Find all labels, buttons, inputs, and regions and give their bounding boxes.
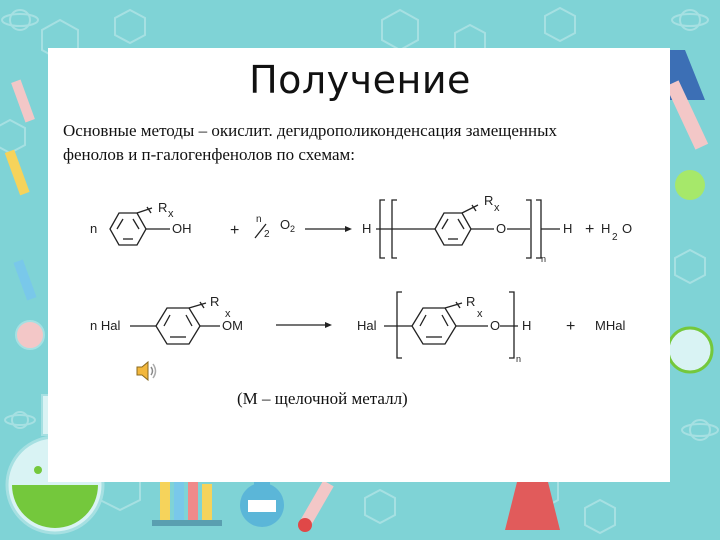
oxygen-link: O xyxy=(490,318,500,333)
reaction-scheme-1: n R x OH + n 2 O 2 H R x O n H + H xyxy=(90,193,632,264)
benzene-ring xyxy=(155,307,201,345)
substituent-x: x xyxy=(168,208,174,220)
oxygen-link: O xyxy=(496,221,506,236)
hydrogen-right: H xyxy=(563,221,572,236)
slide-panel xyxy=(48,48,670,482)
slide-title: Получение xyxy=(249,58,471,102)
substituent-r: R xyxy=(210,294,219,309)
hydroxyl-label: OH xyxy=(172,221,192,236)
water-2: 2 xyxy=(612,232,618,243)
hal-label: Hal xyxy=(357,318,377,333)
test-tube-rack-icon xyxy=(152,478,222,526)
substituent-x: x xyxy=(477,308,483,320)
plus-sign: + xyxy=(230,222,239,239)
substituent-r: R xyxy=(466,294,475,309)
flask-red-icon xyxy=(505,470,560,530)
mhal-label: MHal xyxy=(595,318,625,333)
body-line-2: фенолов и п-галогенфенолов по схемам: xyxy=(63,145,355,164)
n-hal-label: n Hal xyxy=(90,318,120,333)
hydrogen-label: H xyxy=(522,318,531,333)
plus-sign: + xyxy=(585,221,594,238)
substituent-r: R xyxy=(484,193,493,208)
benzene-ring xyxy=(109,212,147,246)
o2-coef-n: n xyxy=(256,214,262,225)
coefficient-n: n xyxy=(90,221,97,236)
substituent-x: x xyxy=(225,308,231,320)
om-label: OM xyxy=(222,318,243,333)
benzene-ring xyxy=(434,212,472,246)
water-h: H xyxy=(601,221,610,236)
oxygen-label: O xyxy=(280,217,290,232)
plus-sign: + xyxy=(566,318,575,335)
reaction-scheme-2: n Hal R x OM Hal R x O n H + MHal xyxy=(90,291,625,364)
audio-speaker-icon[interactable] xyxy=(135,360,159,382)
left-side-tubes-icon xyxy=(4,79,45,350)
body-line-1: Основные методы – окислит. дегидрополико… xyxy=(63,121,558,140)
substituent-x: x xyxy=(494,202,500,214)
benzene-ring xyxy=(411,307,457,345)
body-text: Основные методы – окислит. дегидрополико… xyxy=(63,119,663,167)
n-subscript: n xyxy=(541,254,546,264)
oxygen-subscript: 2 xyxy=(290,224,295,234)
metal-note: (М – щелочной металл) xyxy=(237,389,408,408)
o2-coef-2: 2 xyxy=(264,229,270,240)
substituent-r: R xyxy=(158,200,167,215)
n-subscript: n xyxy=(516,354,521,364)
hydrogen-left: H xyxy=(362,221,371,236)
thermometer-icon xyxy=(298,480,334,532)
water-o: O xyxy=(622,221,632,236)
